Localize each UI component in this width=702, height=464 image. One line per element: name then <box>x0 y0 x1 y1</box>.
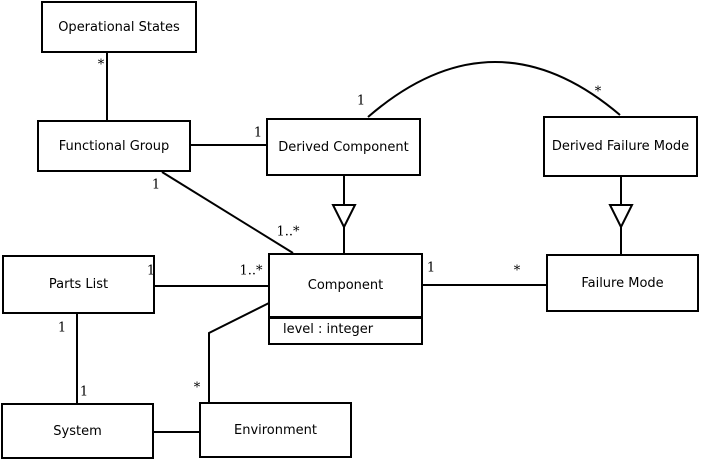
class-name-label: Failure Mode <box>581 275 664 291</box>
multiplicity-label: * <box>97 57 105 73</box>
class-box-parts-list: Parts List <box>2 255 155 314</box>
multiplicity-label: * <box>594 84 602 100</box>
class-box-derived-failure-mode: Derived Failure Mode <box>543 116 698 177</box>
class-name-label: Operational States <box>58 19 180 35</box>
class-attribute-label: level : integer <box>283 322 374 337</box>
multiplicity-label: 1 <box>356 93 366 109</box>
multiplicity-label: 1 <box>253 125 263 141</box>
edge-functionalgroup-component <box>161 171 294 254</box>
class-name-label: Derived Component <box>278 139 409 155</box>
class-box-failure-mode: Failure Mode <box>546 254 699 312</box>
generalization-triangle-icon <box>608 204 634 230</box>
class-box-environment: Environment <box>199 402 352 458</box>
edge-component-environment <box>208 302 270 402</box>
class-box-derived-component: Derived Component <box>266 118 421 176</box>
class-name-label: Functional Group <box>58 138 170 154</box>
class-name-label: Parts List <box>48 277 109 292</box>
generalization-triangle-icon <box>331 204 357 230</box>
class-name-compartment: Component <box>270 255 421 316</box>
edge-arc-derivedcomponent-derivedfailuremode <box>367 61 621 118</box>
multiplicity-label: 1..* <box>239 263 263 279</box>
class-name-label: Derived Failure Mode <box>551 139 690 154</box>
class-box-operational-states: Operational States <box>41 1 197 53</box>
multiplicity-label: 1 <box>146 263 156 279</box>
class-box-functional-group: Functional Group <box>37 120 191 172</box>
multiplicity-label: 1 <box>426 260 436 276</box>
multiplicity-label: 1 <box>79 384 89 400</box>
multiplicity-label: 1 <box>151 177 161 193</box>
multiplicity-label: 1 <box>57 320 67 336</box>
multiplicity-label: * <box>513 263 521 279</box>
class-box-component: Component level : integer <box>268 253 423 345</box>
class-attribute-compartment: level : integer <box>270 316 421 340</box>
class-name-label: Environment <box>233 422 317 438</box>
multiplicity-label: 1..* <box>276 224 300 240</box>
multiplicity-label: * <box>193 380 201 396</box>
class-name-label: System <box>53 423 102 439</box>
class-box-system: System <box>1 403 154 459</box>
class-name-label: Component <box>307 278 384 293</box>
